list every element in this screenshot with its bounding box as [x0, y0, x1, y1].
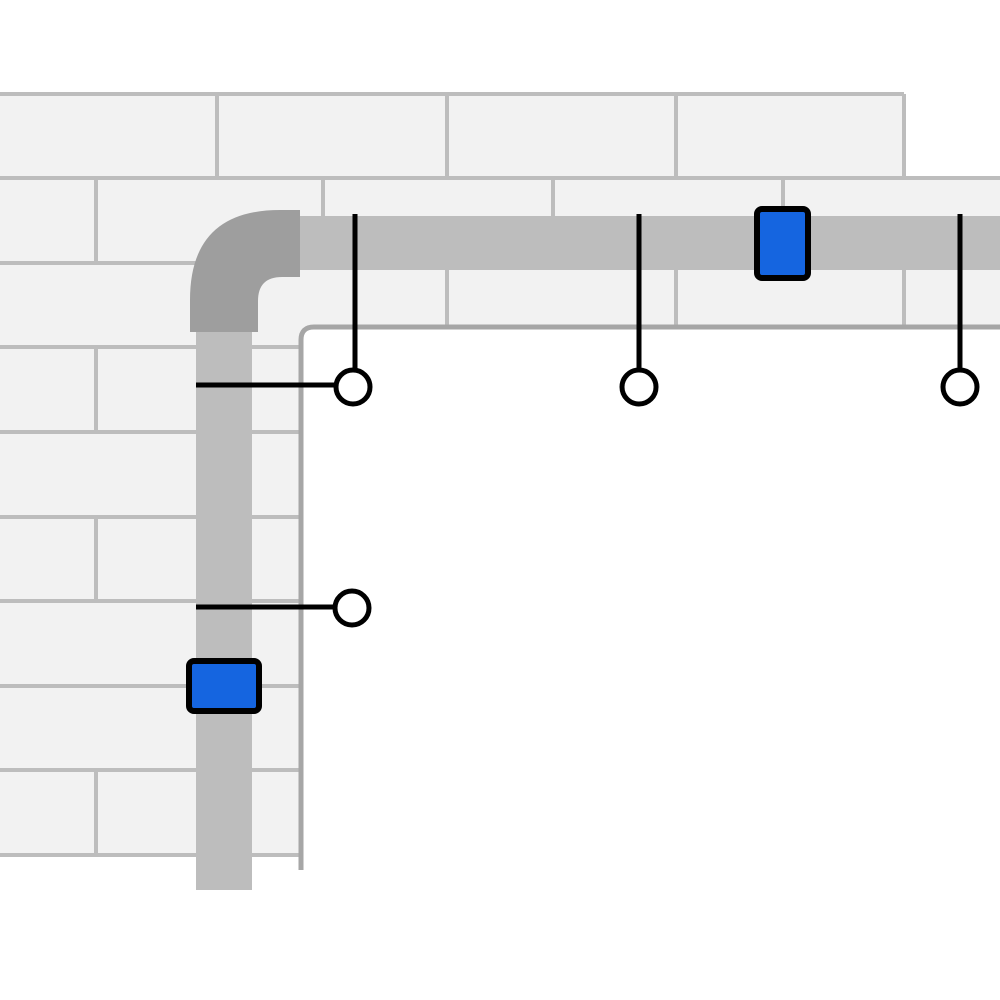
bracket-top-2 [619, 214, 659, 407]
brick-wall-surface [0, 94, 1000, 855]
clamp-horizontal-pipe [754, 206, 811, 281]
bracket-top-3 [940, 214, 980, 407]
pipe-clamps [186, 206, 811, 714]
pipe-elbow [190, 210, 300, 332]
bracket-anchor-node [333, 367, 373, 407]
vertical-pipe [196, 330, 252, 890]
clamp-vertical-pipe [186, 658, 262, 714]
pipe-brackets [196, 214, 980, 628]
brick-wall [0, 92, 1000, 870]
horizontal-pipe [300, 216, 1000, 270]
bracket-anchor-node [940, 367, 980, 407]
bracket-side-2 [196, 588, 372, 628]
bracket-anchor-node [619, 367, 659, 407]
bracket-top-1 [333, 214, 373, 407]
wall-edge [298, 324, 1000, 870]
pipe-run [190, 210, 1000, 890]
brick-mortar-lines [0, 92, 1000, 857]
bracket-anchor-node [332, 588, 372, 628]
